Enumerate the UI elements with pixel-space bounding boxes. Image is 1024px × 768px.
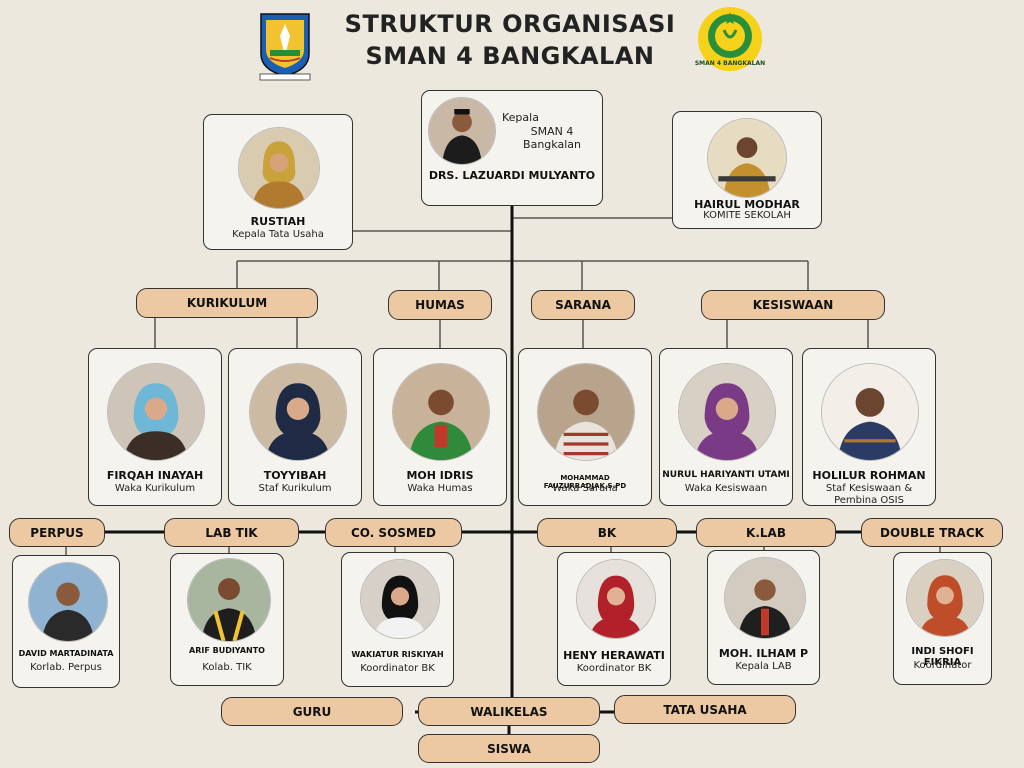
person-icon [679, 364, 775, 460]
card-staff-row2: MOH. ILHAM P Kepala LAB [707, 550, 820, 685]
avatar-fauzurradjak [537, 363, 635, 461]
heny-name: HENY HERAWATI [563, 649, 665, 662]
card-kepala-tata-usaha: RUSTIAH Kepala Tata Usaha [203, 114, 353, 250]
person-icon [429, 98, 495, 164]
idris-name: MOH IDRIS [406, 469, 474, 482]
person-icon [393, 364, 489, 460]
ilham-name: MOH. ILHAM P [718, 647, 809, 660]
pill-humas: HUMAS [388, 290, 492, 320]
avatar-idris [392, 363, 490, 461]
pill-guru: GURU [221, 697, 403, 726]
ilham-role: Kepala LAB [735, 661, 792, 672]
sman4-logo: SMAN 4 BANGKALAN [692, 4, 768, 74]
avatar-firqah [107, 363, 205, 461]
kepala-role-line1: Kepala [502, 111, 539, 124]
wakiatur-name: WAKIATUR RISKIYAH [351, 650, 444, 659]
arif-name: ARIF BUDIYANTO [189, 646, 265, 655]
crest-icon [259, 13, 311, 81]
person-icon [29, 563, 107, 641]
hairul-name: HAIRUL MODHAR [694, 198, 800, 211]
person-icon [907, 560, 983, 636]
heny-role: Koordinator BK [576, 663, 652, 674]
avatar-ilham [724, 557, 806, 639]
nurul-role: Waka Kesiswaan [684, 483, 768, 494]
pill-walikelas: WALIKELAS [418, 697, 600, 726]
arif-role: Kolab. TIK [202, 662, 252, 673]
card-staff-row1: TOYYIBAH Staf Kurikulum [228, 348, 362, 506]
avatar-holilur [821, 363, 919, 461]
card-staff-row1: MOHAMMAD FAUZURRADJAK,S.PD Waka Sarana [518, 348, 652, 506]
person-icon [361, 560, 439, 638]
avatar-hairul [707, 118, 787, 198]
page-title-line2: SMAN 4 BANGKALAN [365, 42, 655, 70]
card-staff-row2: WAKIATUR RISKIYAH Koordinator BK [341, 552, 454, 687]
indi-role: Koordinator [913, 660, 972, 671]
david-role: Korlab. Perpus [30, 662, 102, 673]
pill-co-sosmed: CO. SOSMED [325, 518, 462, 547]
firqah-role: Waka Kurikulum [114, 483, 196, 494]
pill-kurikulum: KURIKULUM [136, 288, 318, 318]
person-icon [239, 128, 319, 208]
person-icon [822, 364, 918, 460]
rustiah-role: Kepala Tata Usaha [232, 229, 324, 240]
holilur-name: HOLILUR ROHMAN [812, 469, 926, 482]
fauzurradjak-role: Waka Sarana [552, 483, 618, 494]
rustiah-name: RUSTIAH [250, 215, 306, 228]
avatar-kepala [428, 97, 496, 165]
nurul-name: NURUL HARIYANTI UTAMI [662, 470, 790, 480]
person-icon [577, 560, 655, 638]
person-icon [708, 119, 786, 197]
pill-bk: BK [537, 518, 677, 547]
card-staff-row2: DAVID MARTADINATA Korlab. Perpus [12, 555, 120, 688]
pill-sarana: SARANA [531, 290, 635, 320]
holilur-role-line1: Staf Kesiswaan & [825, 483, 913, 494]
avatar-wakiatur [360, 559, 440, 639]
firqah-name: FIRQAH INAYAH [106, 469, 204, 482]
toyyibah-name: TOYYIBAH [263, 469, 327, 482]
card-staff-row1: HOLILUR ROHMAN Staf Kesiswaan & Pembina … [802, 348, 936, 506]
avatar-david [28, 562, 108, 642]
person-icon [108, 364, 204, 460]
holilur-role-line2: Pembina OSIS [834, 495, 904, 506]
card-staff-row1: NURUL HARIYANTI UTAMI Waka Kesiswaan [659, 348, 793, 506]
card-komite-sekolah: HAIRUL MODHAR KOMITE SEKOLAH [672, 111, 822, 229]
person-icon [250, 364, 346, 460]
idris-role: Waka Humas [407, 483, 473, 494]
pill-double-track: DOUBLE TRACK [861, 518, 1003, 547]
person-icon [725, 558, 805, 638]
david-name: DAVID MARTADINATA [18, 649, 114, 658]
avatar-indi [906, 559, 984, 637]
kepala-name: DRS. LAZUARDI MULYANTO [428, 169, 596, 182]
person-icon [538, 364, 634, 460]
school-emblem-icon [698, 7, 762, 71]
card-staff-row1: MOH IDRIS Waka Humas [373, 348, 507, 506]
hairul-role: KOMITE SEKOLAH [703, 210, 791, 221]
pill-lab-tik: LAB TIK [164, 518, 299, 547]
pill-kesiswaan: KESISWAAN [701, 290, 885, 320]
pill-perpus: PERPUS [9, 518, 105, 547]
card-staff-row2: INDI SHOFI FIKRIA Koordinator [893, 552, 992, 685]
wakiatur-role: Koordinator BK [360, 663, 435, 674]
card-staff-row1: FIRQAH INAYAH Waka Kurikulum [88, 348, 222, 506]
avatar-rustiah [238, 127, 320, 209]
logo-caption: SMAN 4 BANGKALAN [694, 60, 766, 67]
toyyibah-role: Staf Kurikulum [258, 483, 332, 494]
avatar-nurul [678, 363, 776, 461]
pill-siswa: SISWA [418, 734, 600, 763]
fauzurradjak-name: MOHAMMAD FAUZURRADJAK,S.PD [543, 474, 627, 490]
person-icon [188, 559, 270, 641]
card-staff-row2: HENY HERAWATI Koordinator BK [557, 552, 671, 686]
page-title-line1: STRUKTUR ORGANISASI [344, 10, 676, 38]
avatar-arif [187, 558, 271, 642]
kepala-role-line2: SMAN 4 Bangkalan [523, 125, 581, 151]
card-staff-row2: ARIF BUDIYANTO Kolab. TIK [170, 553, 284, 686]
pill-k-lab: K.LAB [696, 518, 836, 547]
jawa-timur-logo [256, 10, 314, 82]
indi-name: INDI SHOFI FIKRIA [911, 646, 974, 668]
card-kepala-sekolah: Kepala SMAN 4 Bangkalan DRS. LAZUARDI MU… [421, 90, 603, 206]
pill-tata-usaha: TATA USAHA [614, 695, 796, 724]
avatar-heny [576, 559, 656, 639]
avatar-toyyibah [249, 363, 347, 461]
